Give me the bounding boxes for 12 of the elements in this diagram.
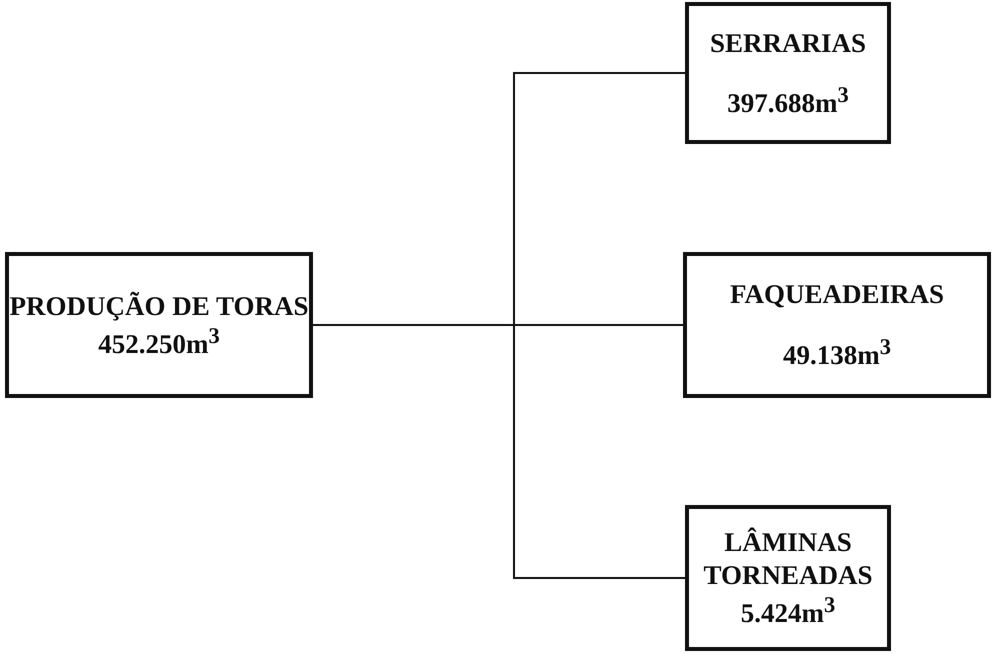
process-box: [5, 252, 313, 398]
box-title: FAQUEADEIRAS: [730, 278, 944, 311]
volume-value: 397.688m$^{3}$: [727, 80, 849, 119]
box-title: LÂMINAS TORNEADAS: [702, 526, 874, 592]
box-title: PRODUÇÃO DE TORAS: [9, 290, 309, 322]
volume-value: 5.424m$^{3}$: [740, 591, 836, 630]
box-title: SERRARIAS: [710, 27, 866, 60]
volume-value: 452.250m$^{3}$: [98, 322, 220, 360]
process-box: [685, 2, 891, 144]
process-box: [685, 505, 891, 651]
process-box: [683, 252, 991, 398]
volume-value: 49.138m$^{3}$: [783, 333, 891, 372]
